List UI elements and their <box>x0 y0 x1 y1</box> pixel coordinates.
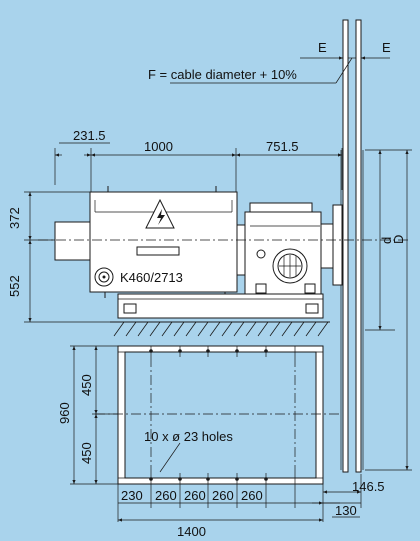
hole-marker <box>206 473 210 484</box>
base-frame-plan <box>95 345 340 485</box>
dim-end-spacing: 130 <box>335 503 357 518</box>
clearance-right-label: E <box>382 40 391 55</box>
dim-spacing-4: 260 <box>212 488 234 503</box>
floor-hatching <box>113 321 329 337</box>
dim-outer-diameter: D <box>391 235 406 244</box>
dim-upper-height: 372 <box>7 207 22 229</box>
dim-gearbox-length: 751.5 <box>266 139 299 154</box>
dim-frame-length: 1400 <box>177 524 206 539</box>
hole-marker <box>178 473 182 484</box>
fan-cover-icon <box>94 267 114 287</box>
hole-marker <box>264 346 268 357</box>
hole-marker <box>264 473 268 484</box>
hole-marker <box>149 473 153 484</box>
frame-dimensions: 450 450 960 <box>57 345 118 485</box>
mounting-holes <box>149 346 296 484</box>
dim-spacing-2: 260 <box>155 488 177 503</box>
hole-marker <box>149 346 153 357</box>
dim-spacing-3: 260 <box>184 488 206 503</box>
top-dimensions: 231.5 1000 751.5 <box>54 128 343 192</box>
dim-motor-length: 1000 <box>144 139 173 154</box>
right-dimensions: d D <box>365 149 412 471</box>
clearance-left-label: E <box>318 40 327 55</box>
dim-inner-diameter: d <box>379 237 394 244</box>
gearbox <box>236 202 343 295</box>
dim-lower-height: 552 <box>7 275 22 297</box>
hole-marker <box>178 346 182 357</box>
holes-note: 10 x ø 23 holes <box>144 429 233 444</box>
dim-frame-total: 960 <box>57 402 72 424</box>
hole-marker <box>235 346 239 357</box>
bottom-dimensions: 230 260 260 260 260 130 146.5 1400 <box>117 474 385 539</box>
hole-marker <box>235 473 239 484</box>
dim-spacing-5: 260 <box>241 488 263 503</box>
dim-sheave-overhang: 146.5 <box>352 479 385 494</box>
dim-offset: 231.5 <box>73 128 106 143</box>
hole-marker <box>206 346 210 357</box>
clearance-note: F = cable diameter + 10% <box>148 67 297 82</box>
traction-sheave <box>340 19 364 473</box>
high-voltage-warning-icon <box>145 198 175 229</box>
base-frame-side <box>110 293 330 323</box>
dim-spacing-1: 230 <box>121 488 143 503</box>
dim-frame-upper: 450 <box>79 374 94 396</box>
dim-frame-lower: 450 <box>79 442 94 464</box>
clearance-annotation: E E F = cable diameter + 10% <box>148 40 391 84</box>
motor-label: K460/2713 <box>120 270 183 285</box>
motor: K460/2713 <box>54 186 238 298</box>
